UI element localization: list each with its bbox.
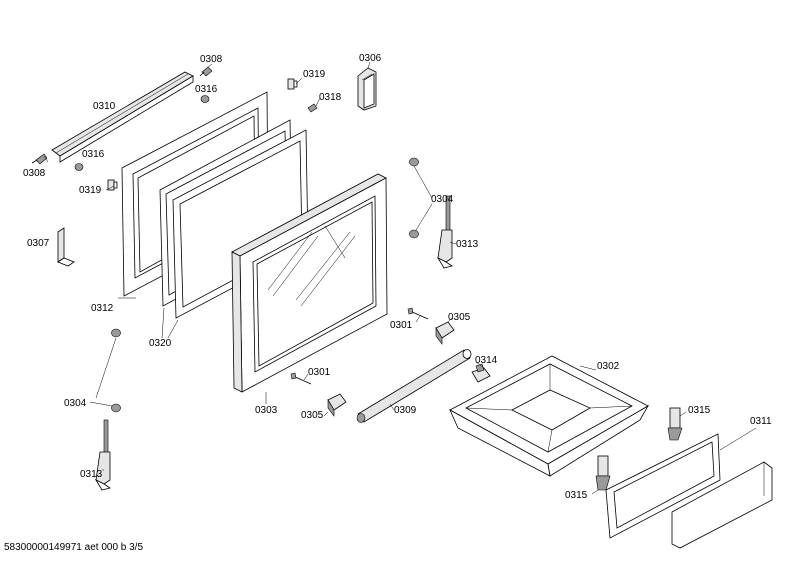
label-0311: 0311: [750, 416, 772, 427]
label-0310: 0310: [93, 101, 116, 112]
part-0304-bushing-left-top: [111, 328, 121, 338]
label-0315-bottom: 0315: [565, 490, 588, 501]
label-0319-left: 0319: [79, 185, 102, 196]
part-0305-end-cap-left: [327, 393, 347, 417]
part-0304-bushing-left-bottom: [111, 403, 121, 413]
label-0305-right: 0305: [448, 312, 471, 323]
label-0303: 0303: [255, 405, 278, 416]
label-0304-right: 0304: [431, 194, 454, 205]
part-0306-hinge-cover: [357, 67, 377, 111]
part-0318-pin: [307, 103, 318, 113]
leader-lines: [43, 61, 757, 495]
part-0303-outer-door: [231, 173, 388, 393]
part-0307-bracket: [57, 227, 75, 267]
label-0316-top: 0316: [195, 84, 218, 95]
label-0301-left: 0301: [308, 367, 331, 378]
label-0306: 0306: [359, 53, 382, 64]
label-0314: 0314: [475, 355, 498, 366]
part-0309-handle-bar: [356, 349, 472, 423]
label-0313-right: 0313: [456, 239, 479, 250]
part-0315-runner-bottom: [595, 455, 611, 491]
part-0301-screw-left: [290, 372, 312, 385]
label-0308-top: 0308: [200, 54, 223, 65]
label-0318: 0318: [319, 92, 342, 103]
part-0304-bushing-right-top: [409, 157, 419, 167]
part-0315-runner-top: [667, 407, 683, 441]
part-0319-clip-left: [107, 179, 118, 191]
part-0319-clip-top: [287, 78, 298, 90]
label-0315-top: 0315: [688, 405, 711, 416]
part-0308-screw-top: [199, 66, 213, 77]
label-0309: 0309: [394, 405, 417, 416]
part-0313-hinge-left: [94, 419, 111, 491]
part-0316-cap-top: [200, 95, 210, 103]
part-0308-screw-left: [31, 153, 48, 165]
label-0305-left: 0305: [301, 410, 324, 421]
label-0304-left: 0304: [64, 398, 87, 409]
label-0307: 0307: [27, 238, 50, 249]
label-0308-left: 0308: [23, 168, 46, 179]
label-0302: 0302: [597, 361, 620, 372]
part-0304-bushing-right-bottom: [409, 229, 419, 239]
label-0316-left: 0316: [82, 149, 105, 160]
label-0320: 0320: [149, 338, 172, 349]
label-0301-right: 0301: [390, 320, 413, 331]
label-0313-left: 0313: [80, 469, 103, 480]
part-0314-clip: [471, 363, 491, 383]
part-0311-drawer-front-panel: [671, 461, 773, 549]
part-0305-end-cap-right: [435, 321, 455, 345]
label-0319-top: 0319: [303, 69, 326, 80]
part-0316-cap-left: [74, 163, 84, 171]
drawing-reference-footer: 58300000149971 aet 000 b 3/5: [4, 542, 144, 553]
part-0302-drawer-tray: [449, 355, 650, 477]
part-0301-screw-right: [407, 307, 429, 320]
part-drawer-front-frame: [605, 433, 721, 539]
label-0312: 0312: [91, 303, 114, 314]
part-0310-door-trim-bar: [51, 71, 194, 163]
part-0313-hinge-right: [436, 195, 453, 269]
